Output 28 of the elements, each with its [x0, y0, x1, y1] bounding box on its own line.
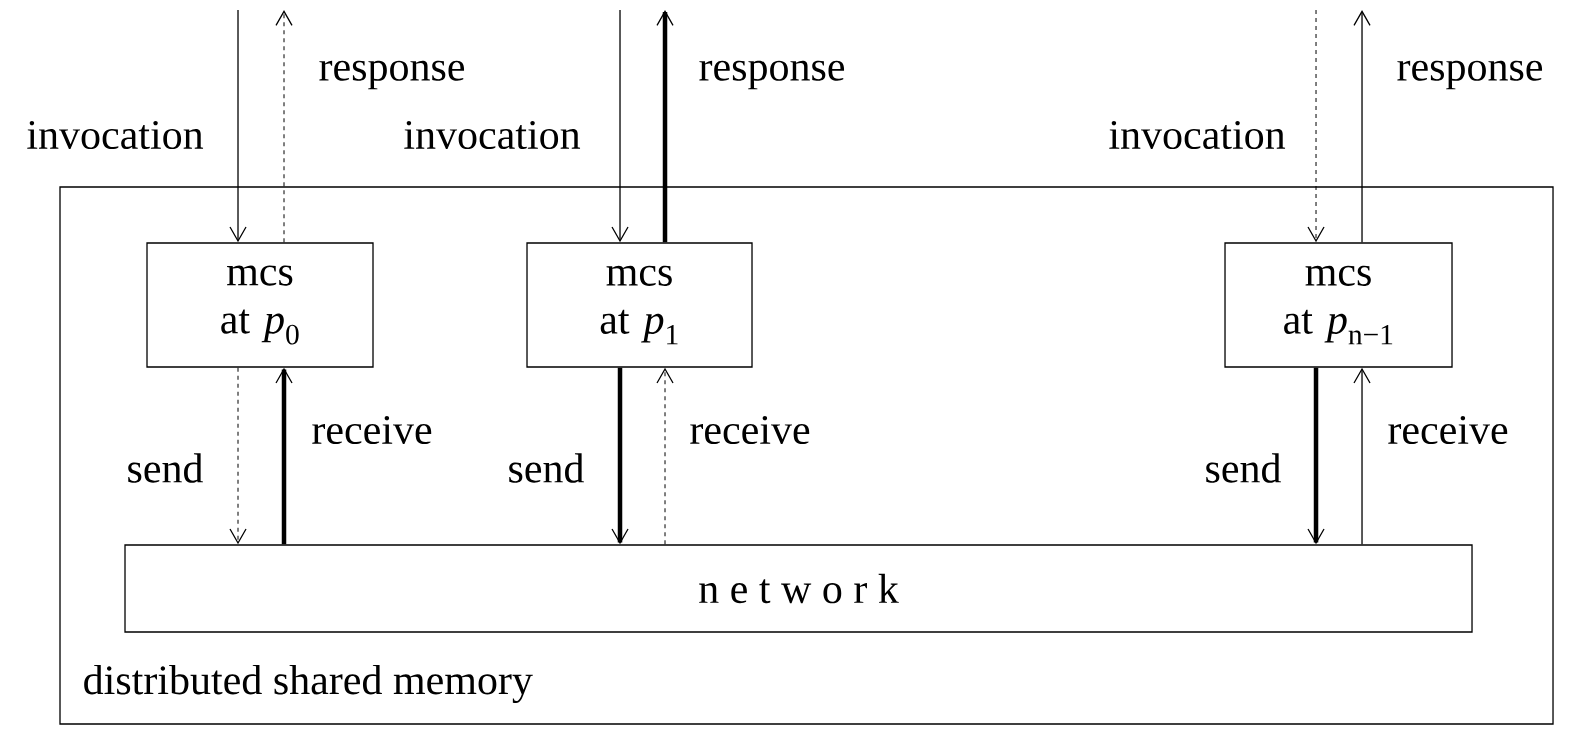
- edge-label: invocation: [1109, 120, 1286, 150]
- arrow: [656, 367, 674, 545]
- arrow: [1307, 367, 1325, 545]
- arrow: [656, 10, 674, 243]
- edge-label: invocation: [404, 120, 581, 150]
- arrow: [611, 367, 629, 545]
- arrow: [1353, 367, 1371, 545]
- arrow: [229, 367, 247, 545]
- network-box: n e t w o r k: [124, 544, 1473, 633]
- process-box: mcs at p$_{1}$: [526, 242, 753, 368]
- edge-label: receive: [1388, 415, 1508, 445]
- arrow: [1353, 10, 1371, 243]
- edge-label: response: [1397, 60, 1543, 90]
- arrow: [611, 9, 629, 243]
- edge-label: send: [128, 453, 203, 483]
- edge-label: response: [319, 60, 465, 90]
- arrow: [275, 367, 293, 545]
- arrow: [1307, 9, 1325, 243]
- process-box: mcs at p$_{0}$: [146, 242, 374, 368]
- arrow: [229, 9, 247, 243]
- process-box: mcs at p$_{n−1}$: [1224, 242, 1453, 368]
- edge-label: receive: [312, 415, 432, 445]
- edge-label: invocation: [27, 120, 204, 150]
- edge-label: response: [699, 60, 845, 90]
- edge-label: receive: [690, 415, 810, 445]
- edge-label: send: [1206, 453, 1281, 483]
- arrow: [275, 10, 293, 243]
- edge-label: send: [509, 453, 584, 483]
